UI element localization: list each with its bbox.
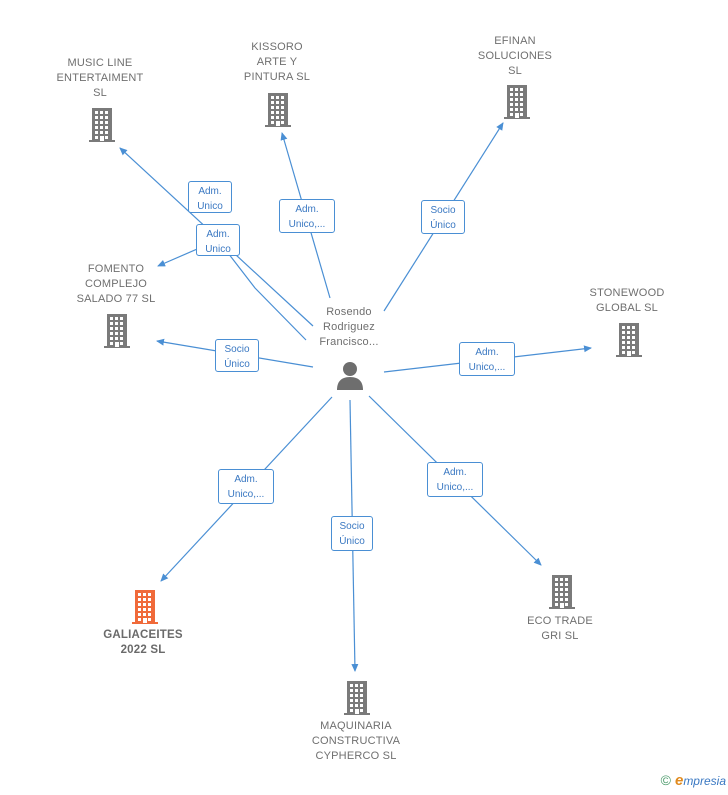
company-name-eco-trade[interactable]: ECO TRADE GRI SL <box>527 615 593 642</box>
building-icon <box>265 93 291 127</box>
relation-edge-fomento <box>157 239 307 341</box>
building-icon <box>89 108 115 142</box>
relation-label[interactable]: Adm. Unico,... <box>279 199 335 233</box>
empresia-footer: ©empresia <box>661 772 726 789</box>
building-icon <box>504 85 530 119</box>
person-name[interactable]: Rosendo Rodriguez Francisco... <box>319 306 379 348</box>
brand-text: mpresia <box>683 774 726 788</box>
copyright-icon: © <box>660 772 671 788</box>
relation-label[interactable]: Socio Único <box>331 516 373 551</box>
relation-label[interactable]: Adm. Unico,... <box>427 462 483 497</box>
relation-label[interactable]: Adm. Unico,... <box>218 469 274 504</box>
company-name-galiaceites[interactable]: GALIACEITES 2022 SL <box>103 629 183 656</box>
person-icon <box>337 362 363 390</box>
relation-label[interactable]: Socio Único <box>215 339 259 372</box>
company-name-fomento[interactable]: FOMENTO COMPLEJO SALADO 77 SL <box>76 263 156 305</box>
relation-label[interactable]: Socio Único <box>421 200 465 234</box>
company-name-kissoro[interactable]: KISSORO ARTE Y PINTURA SL <box>243 41 311 83</box>
relation-label[interactable]: Adm. Unico,... <box>459 342 515 376</box>
relation-label[interactable]: Adm. Unico <box>196 224 240 256</box>
company-name-music-line[interactable]: MUSIC LINE ENTERTAIMENT SL <box>56 57 144 99</box>
building-icon <box>104 314 130 348</box>
building-icon <box>616 323 642 357</box>
building-icon <box>132 590 158 624</box>
relation-label[interactable]: Adm. Unico <box>188 181 232 213</box>
company-name-efinan[interactable]: EFINAN SOLUCIONES SL <box>477 35 553 77</box>
building-icon <box>344 681 370 715</box>
company-name-maquinaria[interactable]: MAQUINARIA CONSTRUCTIVA CYPHERCO SL <box>311 720 401 762</box>
company-name-stonewood[interactable]: STONEWOOD GLOBAL SL <box>589 287 665 314</box>
building-icon <box>549 575 575 609</box>
brand-initial: e <box>674 772 684 789</box>
